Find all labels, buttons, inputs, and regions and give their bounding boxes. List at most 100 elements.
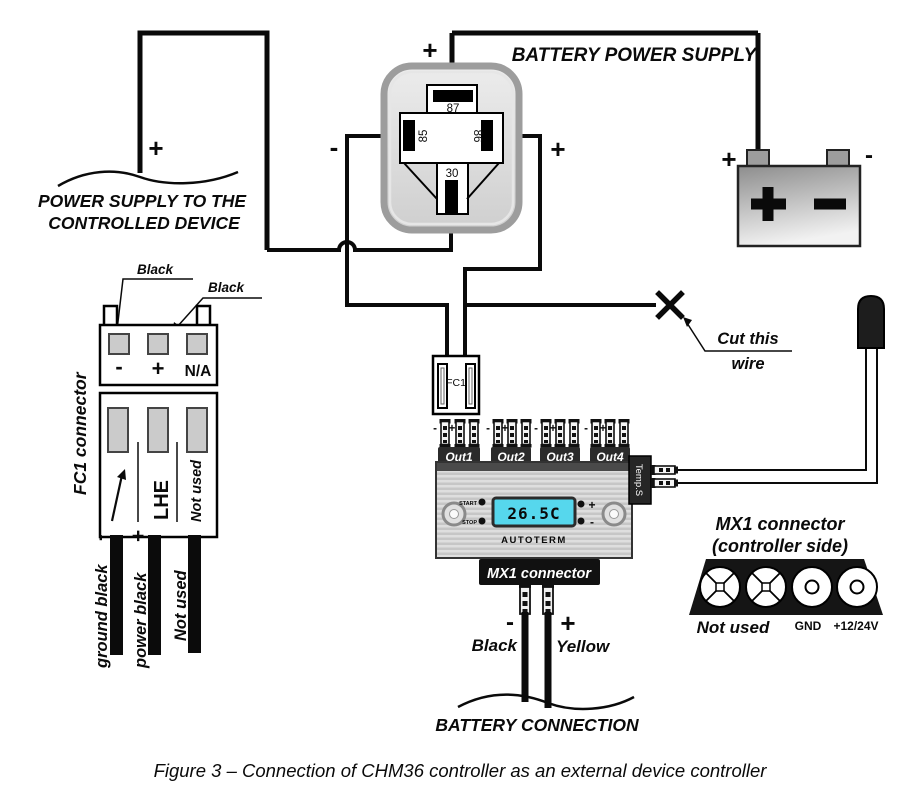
relay-pin86-blade: [481, 120, 493, 151]
fc1-terminal-1: [108, 333, 130, 355]
out2-label: Out2: [497, 450, 525, 464]
fc1-wire1-label: ground black: [93, 564, 111, 669]
mx1-gnd-label: GND: [795, 619, 822, 633]
wire-controlled-device-loop: [137, 30, 270, 250]
relay: 87 85 86 30 + - +: [330, 35, 566, 234]
lcd-display: [491, 496, 577, 528]
relay-pin30-blade: [445, 180, 458, 214]
relay-coil-plus-sign: +: [422, 35, 437, 65]
plus-button-label: +: [588, 498, 595, 512]
fc1-wire2-label: power black: [132, 572, 150, 669]
battery-minus-sign: -: [865, 142, 873, 169]
battery-connection: - Black + Yellow BATTERY CONNECTION: [435, 608, 639, 735]
fc1-tab-left: [102, 304, 119, 328]
battery-plus-sign: +: [721, 144, 736, 174]
out4-label: Out4: [596, 450, 624, 464]
fc1-plug-slot-left-inner: [440, 367, 445, 405]
fc1-col-not-used-label: Not used: [189, 459, 205, 522]
out4-block: [590, 447, 630, 465]
wire-temp-sensor-1: [678, 348, 867, 471]
temperature-sensor: [857, 294, 885, 349]
minus-button-label: -: [590, 515, 594, 529]
stop-button[interactable]: [478, 517, 486, 525]
cut-arrowhead: [683, 317, 692, 327]
cut-x-mark: [655, 290, 685, 320]
fc1-terminal-2: [147, 333, 169, 355]
fc1-slot-3: [186, 407, 208, 453]
mx1-pin-1-center: [715, 582, 725, 592]
battery-wire-black: [521, 612, 529, 702]
figure-caption: Figure 3 – Connection of CHM36 controlle…: [154, 760, 768, 781]
battery-yellow-plus: +: [560, 608, 575, 638]
fc1-arrow-head: [117, 469, 126, 480]
break-wave-bottom: [457, 693, 635, 711]
power-supply-label-line2: CONTROLLED DEVICE: [48, 213, 241, 233]
mx1-connector-side: MX1 connector (controller side) Not used…: [689, 514, 883, 637]
out4-minus-sign: -: [584, 423, 588, 435]
fc1-slot-2: [147, 407, 169, 453]
plus-button[interactable]: [577, 500, 585, 508]
battery-yellow-label: Yellow: [556, 637, 611, 656]
relay-pin85-label: 85: [418, 130, 430, 143]
fc1-wire3-label: Not used: [172, 569, 190, 641]
battery-plus-symbol: [751, 187, 786, 221]
lcd-reading: 26.5C: [507, 504, 560, 523]
power-supply-label-line1: POWER SUPPLY TO THE: [38, 191, 247, 211]
out2-plus-sign: +: [502, 423, 509, 435]
out2-minus-sign: -: [486, 423, 490, 435]
start-label: START: [459, 501, 478, 507]
out1-block: [438, 447, 480, 465]
out1-plus-sign: +: [449, 423, 456, 435]
screw-hole-left-inner: [449, 509, 459, 519]
fc1-tab-right: [195, 304, 212, 328]
relay-housing-diag-left: [403, 162, 438, 200]
relay-body-highlight: [388, 70, 515, 226]
mx1-block: [479, 559, 600, 585]
out3-label: Out3: [546, 450, 574, 464]
wires: [137, 30, 878, 484]
start-button[interactable]: [478, 498, 486, 506]
out3-plus-sign: +: [550, 423, 557, 435]
controlled-device-callout: + POWER SUPPLY TO THE CONTROLLED DEVICE: [38, 133, 247, 233]
fc1-connector-detail: Black Black - + N/A LHE Not used FC1 con…: [70, 262, 262, 669]
minus-button[interactable]: [577, 517, 585, 525]
mx1-side-title-line2: (controller side): [712, 536, 848, 556]
brand-label: AUTOTERM: [501, 535, 567, 546]
fc1-arrow-line: [110, 474, 124, 522]
battery-connection-label: BATTERY CONNECTION: [435, 715, 639, 735]
fc1-lhe-label: LHE: [151, 480, 173, 520]
fc1-black2-leader: [176, 297, 262, 328]
fc1-wire1-sign: -: [89, 534, 111, 541]
relay-pin87-blade: [433, 90, 473, 102]
fc1-connector-title: FC1 connector: [70, 371, 90, 495]
controlled-device-plus-sign: +: [148, 133, 163, 163]
fc1-plug-label: FC1: [446, 377, 466, 389]
controller-top-band: [436, 462, 632, 471]
temp-s-label: Temp.S: [633, 464, 644, 496]
mx1-pin-2-center: [761, 582, 771, 592]
relay-pin85-blade: [403, 120, 415, 151]
cut-wire-callout: Cut this wire: [655, 290, 792, 373]
fc1-wire-ground: [110, 535, 123, 655]
out4-plus-sign: +: [600, 423, 607, 435]
screw-hole-right-inner: [609, 509, 619, 519]
fc1-plug: FC1: [431, 354, 481, 416]
out3-block: [540, 447, 580, 465]
cut-label-line1: Cut this: [717, 330, 778, 348]
mx1-side-title-line1: MX1 connector: [715, 514, 845, 534]
fc1-terminal-na: N/A: [185, 363, 212, 380]
relay-housing-diag-right: [466, 162, 500, 200]
relay-pin87-label: 87: [447, 103, 460, 115]
mx1-not-used-label: Not used: [697, 618, 770, 637]
relay-pin30-label: 30: [446, 168, 459, 180]
controller: - + - + - + - + Out1 Out2 Out3 Out4 STAR…: [433, 418, 679, 615]
relay-plus-sign: +: [550, 134, 565, 164]
battery-terminal-positive: [746, 149, 770, 168]
out1-label: Out1: [445, 450, 473, 464]
fc1-black-wire-label-2: Black: [208, 280, 246, 295]
out1-minus-sign: -: [433, 423, 437, 435]
fc1-wire2-sign: +: [127, 530, 150, 542]
break-wave-left: [57, 170, 239, 188]
